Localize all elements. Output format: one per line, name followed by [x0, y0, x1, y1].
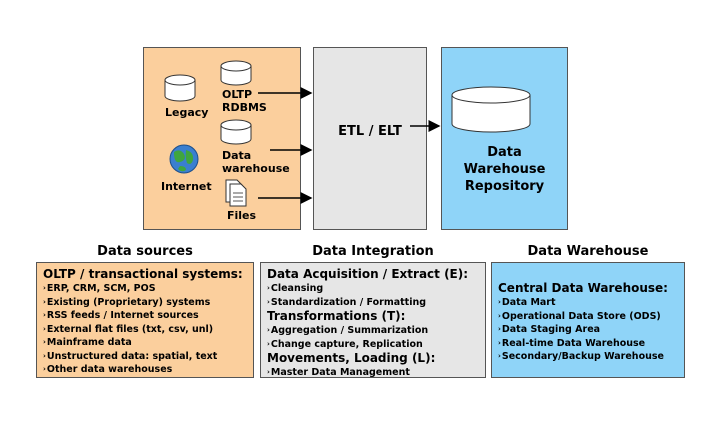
- legacy-database-icon: [164, 74, 196, 102]
- dw-source-label-line2: warehouse: [222, 162, 290, 175]
- list-item-label: Existing (Proprietary) systems: [46, 296, 211, 308]
- integration-panel: Data Acquisition / Extract (E): ›Cleansi…: [260, 262, 486, 378]
- bullet-icon: ›: [498, 352, 501, 360]
- list-item-label: Change capture, Replication: [270, 338, 423, 350]
- bullet-icon: ›: [267, 284, 270, 292]
- etl-box: [313, 47, 427, 230]
- transform-list: ›Aggregation / Summarization›Change capt…: [267, 324, 479, 351]
- list-item: ›Master Data Management: [267, 366, 479, 380]
- list-item-label: Unstructured data: spatial, text: [46, 350, 218, 362]
- bullet-icon: ›: [498, 338, 501, 347]
- bullet-icon: ›: [498, 325, 501, 333]
- list-item: ›Operational Data Store (ODS): [498, 310, 678, 324]
- list-item: ›ERP, CRM, SCM, POS: [43, 282, 247, 296]
- panel-heading: Transformations (T):: [267, 309, 406, 323]
- etl-label: ETL / ELT: [338, 124, 402, 139]
- list-item: ›Change capture, Replication: [267, 338, 479, 352]
- dw-label-line: Repository: [464, 179, 545, 194]
- list-item-label: ERP, CRM, SCM, POS: [46, 283, 156, 294]
- bullet-icon: ›: [267, 326, 270, 334]
- list-item-label: Master Data Management: [270, 367, 410, 378]
- warehouse-list: ›Data Mart›Operational Data Store (ODS)›…: [498, 296, 678, 364]
- bullet-icon: ›: [43, 351, 46, 360]
- list-item-label: Cleansing: [270, 283, 324, 294]
- dw-repository-label: Data Warehouse Repository: [441, 144, 568, 195]
- list-item: ›Cleansing: [267, 282, 479, 296]
- bullet-icon: ›: [498, 298, 501, 306]
- bullet-icon: ›: [267, 297, 270, 306]
- panel-heading: Movements, Loading (L):: [267, 351, 436, 365]
- list-item-label: Mainframe data: [46, 337, 132, 348]
- bullet-icon: ›: [43, 297, 46, 306]
- list-item-label: Secondary/Backup Warehouse: [501, 351, 664, 362]
- bullet-icon: ›: [43, 284, 46, 292]
- list-item-label: External flat files (txt, csv, unl): [46, 323, 214, 335]
- list-item: ›Aggregation / Summarization: [267, 324, 479, 338]
- panel-heading: OLTP / transactional systems:: [43, 267, 243, 281]
- dw-label-line: Warehouse: [463, 162, 546, 177]
- list-item-label: Aggregation / Summarization: [270, 325, 429, 336]
- list-item: ›RSS feeds / Internet sources: [43, 309, 247, 323]
- extract-list: ›Cleansing›Standardization / Formatting: [267, 282, 479, 309]
- panel-heading: Central Data Warehouse:: [498, 281, 668, 295]
- sources-list: ›ERP, CRM, SCM, POS›Existing (Proprietar…: [43, 282, 247, 377]
- dw-label-line: Data: [487, 145, 522, 160]
- internet-label: Internet: [161, 180, 212, 193]
- list-item-label: Standardization / Formatting: [270, 296, 427, 308]
- list-item-label: Other data warehouses: [46, 364, 173, 375]
- legacy-label: Legacy: [165, 106, 209, 119]
- list-item-label: Data Mart: [501, 297, 556, 308]
- list-item-label: Operational Data Store (ODS): [501, 310, 661, 322]
- list-item-label: Real-time Data Warehouse: [501, 337, 646, 349]
- bullet-icon: ›: [43, 338, 46, 346]
- oltp-label-line2: RDBMS: [222, 101, 267, 114]
- warehouse-database-icon: [220, 119, 252, 145]
- globe-icon: [169, 144, 199, 174]
- panel-heading: Data Acquisition / Extract (E):: [267, 267, 469, 281]
- repository-database-icon: [451, 86, 531, 133]
- list-item: ›Existing (Proprietary) systems: [43, 296, 247, 310]
- list-item: ›Real-time Data Warehouse: [498, 337, 678, 351]
- dw-source-label-line1: Data: [222, 149, 252, 162]
- list-item-label: Data Staging Area: [501, 324, 601, 335]
- oltp-label-line1: OLTP: [222, 88, 253, 101]
- list-item-label: RSS feeds / Internet sources: [46, 310, 199, 321]
- bullet-icon: ›: [267, 368, 270, 376]
- sources-panel: OLTP / transactional systems: ›ERP, CRM,…: [36, 262, 254, 378]
- oltp-database-icon: [220, 60, 252, 86]
- files-label: Files: [227, 209, 257, 222]
- loading-list: ›Master Data Management: [267, 366, 479, 380]
- warehouse-panel: Central Data Warehouse: ›Data Mart›Opera…: [491, 262, 685, 378]
- list-item: ›External flat files (txt, csv, unl): [43, 323, 247, 337]
- list-item: ›Mainframe data: [43, 336, 247, 350]
- list-item: ›Unstructured data: spatial, text: [43, 350, 247, 364]
- section-title-integration: Data Integration: [312, 244, 434, 259]
- bullet-icon: ›: [498, 311, 501, 320]
- bullet-icon: ›: [267, 339, 270, 348]
- list-item: ›Standardization / Formatting: [267, 296, 479, 310]
- section-title-sources: Data sources: [97, 244, 193, 259]
- data-warehouse-box: [441, 47, 568, 230]
- bullet-icon: ›: [43, 365, 46, 373]
- bullet-icon: ›: [43, 311, 46, 319]
- list-item: ›Other data warehouses: [43, 363, 247, 377]
- bullet-icon: ›: [43, 324, 46, 333]
- list-item: ›Data Mart: [498, 296, 678, 310]
- list-item: ›Data Staging Area: [498, 323, 678, 337]
- section-title-warehouse: Data Warehouse: [527, 244, 649, 259]
- list-item: ›Secondary/Backup Warehouse: [498, 350, 678, 364]
- files-icon: [225, 179, 247, 207]
